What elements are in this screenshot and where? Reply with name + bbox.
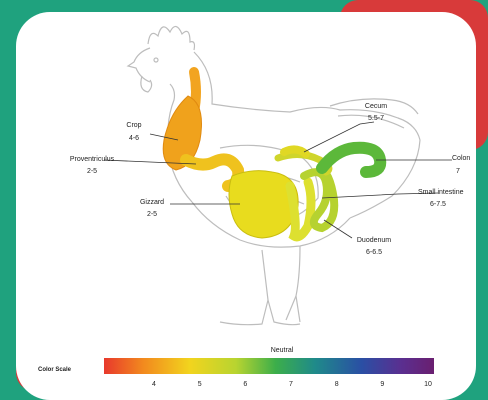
neutral-label: Neutral <box>271 347 294 354</box>
gizzard-ph: 2-5 <box>147 211 157 218</box>
scale-tick-label: 5 <box>198 381 202 388</box>
colon-label: Colon <box>452 155 470 162</box>
scale-tick-label: 9 <box>380 381 384 388</box>
crop-ph: 4-6 <box>129 135 139 142</box>
scale-tick-label: 6 <box>243 381 247 388</box>
cecum-ph: 5.5-7 <box>368 115 384 122</box>
crop-label: Crop <box>126 122 141 129</box>
gizzard-label: Gizzard <box>140 199 164 206</box>
scale-tick-label: 10 <box>424 381 432 388</box>
proventriculus-ph: 2-5 <box>87 168 97 175</box>
cecum-pouch <box>284 149 306 154</box>
cecum-label: Cecum <box>365 103 387 110</box>
duodenum-ph: 6-6.5 <box>366 249 382 256</box>
scale-tick-label: 4 <box>152 381 156 388</box>
color-scale-title: Color Scale <box>38 367 72 373</box>
small-intestine-ph: 6-7.5 <box>430 201 446 208</box>
colon-ph: 7 <box>456 168 460 175</box>
scale-tick-label: 7 <box>289 381 293 388</box>
small-intestine-label: Small intestine <box>418 189 464 196</box>
chicken-diagram: Crop 4-6 Proventriculus 2-5 Gizzard 2-5 … <box>0 0 488 391</box>
duodenum-organ <box>290 182 311 237</box>
digestive-tract <box>163 72 380 238</box>
color-scale-bar <box>104 358 434 374</box>
scale-tick-label: 8 <box>335 381 339 388</box>
color-scale-ticks: 4 5 6 7 8 9 10 <box>152 381 432 388</box>
proventriculus-label: Proventriculus <box>70 156 115 163</box>
duodenum-label: Duodenum <box>357 237 391 244</box>
